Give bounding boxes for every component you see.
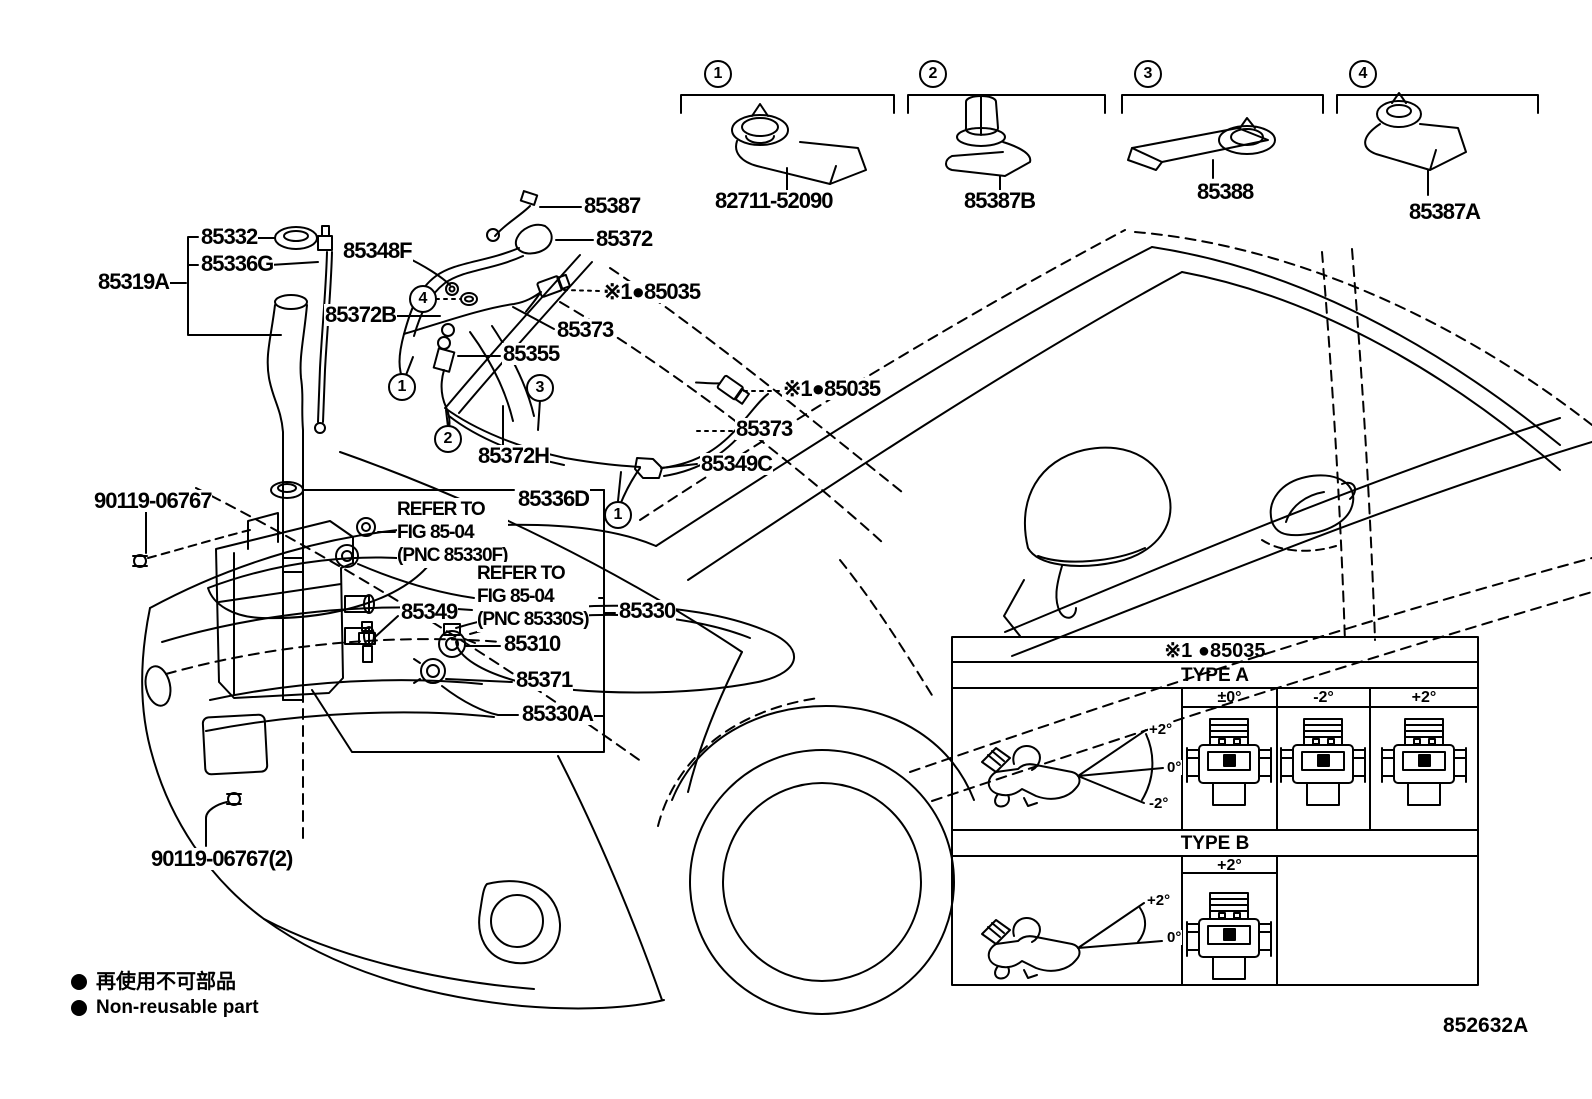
table-col-b1: +2° [1217, 857, 1242, 874]
angle-a-plus2: +2° [1148, 721, 1174, 738]
part-label-85349C: 85349C [700, 451, 773, 476]
refer-note-line: REFER TO [477, 563, 566, 584]
part-label-85310: 85310 [503, 631, 561, 656]
grommet-85371 [413, 658, 446, 684]
bolt-90119 [132, 529, 251, 568]
joint-85349C [634, 457, 663, 479]
part-label-85348F: 85348F [342, 238, 413, 263]
part-label-85372: 85372 [595, 226, 653, 251]
legend-en: Non-reusable part [95, 997, 260, 1018]
angle-a-minus2: -2° [1148, 795, 1170, 812]
callout-4-top: 4 [1349, 60, 1377, 88]
part-label-85330: 85330 [618, 598, 676, 623]
check-valve-85355 [432, 323, 456, 373]
refer-note-line: (PNC 85330F) [397, 545, 508, 567]
top-callout-brackets [680, 94, 1539, 114]
part-label-85371: 85371 [515, 667, 573, 692]
clip-85388 [1127, 117, 1276, 179]
part-label-85319A: 85319A [97, 269, 170, 294]
hose-85387 [486, 190, 539, 242]
part-label-85372H: 85372H [477, 443, 550, 468]
refer-note-line: REFER TO [397, 499, 486, 520]
non-reusable-dot-icon [71, 1000, 87, 1016]
callout-4-ref: 4 [409, 285, 437, 313]
part-label-85387A: 85387A [1408, 199, 1481, 224]
part-label-82711-52090: 82711-52090 [714, 188, 833, 213]
angle-b-0: 0° [1166, 929, 1183, 946]
leader-lines [145, 206, 780, 847]
callout-2-top: 2 [919, 60, 947, 88]
table-title: ※1 ●85035 [1164, 640, 1266, 662]
nozzle-aim-table-grid [951, 636, 1479, 986]
headlamp [207, 556, 433, 620]
part-label-85372B: 85372B [324, 302, 397, 327]
refer-note-line: (PNC 85330S) [477, 609, 590, 631]
clip-85387B [945, 95, 1032, 191]
part-label-85035-2: ※1●85035 [782, 376, 881, 401]
angle-b-plus2: +2° [1146, 892, 1172, 909]
part-label-85336D: 85336D [517, 486, 590, 511]
front-bumper [141, 556, 665, 1010]
clip-part-drawings [731, 92, 1467, 196]
tank-body [215, 520, 354, 699]
part-label-85332: 85332 [200, 224, 258, 249]
hose-85372-end [514, 223, 553, 255]
part-label-90119-06767-2: 90119-06767(2) [150, 846, 293, 871]
callout-1-ref2: 1 [604, 501, 632, 529]
part-label-85388: 85388 [1196, 179, 1254, 204]
callout-3-top: 3 [1134, 60, 1162, 88]
table-type-b-header: TYPE B [1180, 833, 1250, 854]
refer-note-85330S: REFER TO FIG 85-04 (PNC 85330S) [477, 562, 590, 632]
side-mirror [1003, 446, 1172, 637]
part-label-85373-2: 85373 [735, 416, 793, 441]
refer-note-line: FIG 85-04 [397, 522, 475, 544]
table-col-a2: -2° [1313, 689, 1334, 706]
drawing-code: 852632A [1443, 1014, 1529, 1037]
refer-note-85330F: REFER TO FIG 85-04 (PNC 85330F) [397, 498, 508, 568]
clip-85387A [1364, 92, 1467, 196]
table-col-a3: +2° [1411, 689, 1437, 706]
washer-pump-85310 [438, 623, 476, 658]
angle-a-0: 0° [1166, 759, 1183, 776]
callout-1-ref: 1 [388, 373, 416, 401]
part-label-85035-1: ※1●85035 [602, 279, 701, 304]
bolt-90119-2 [226, 792, 242, 806]
hose-85372H [444, 407, 641, 468]
refer-note-line: FIG 85-04 [477, 586, 555, 608]
part-label-85336G: 85336G [200, 251, 274, 276]
table-type-a-header: TYPE A [1181, 665, 1249, 686]
callout-1-top: 1 [704, 60, 732, 88]
fog-lamp [490, 894, 544, 948]
clip-82711-52090 [731, 103, 867, 191]
callout-2-ref: 2 [434, 425, 462, 453]
part-label-85349: 85349 [400, 599, 458, 624]
part-label-85330A: 85330A [521, 701, 594, 726]
nozzle-spray-diagrams [981, 718, 1467, 980]
car-body-line-art [141, 229, 1592, 1015]
part-label-85355: 85355 [502, 341, 560, 366]
table-col-a1: ±0° [1217, 689, 1242, 706]
part-label-85387B: 85387B [963, 188, 1036, 213]
callout-3-ref: 3 [526, 374, 554, 402]
door-handle [1261, 474, 1357, 552]
clamp-85348F [445, 282, 459, 296]
part-label-85373-1: 85373 [556, 317, 614, 342]
front-wheel [657, 697, 975, 1015]
non-reusable-dot-icon [71, 974, 87, 990]
legend-jp: 再使用不可部品 [95, 971, 237, 993]
filler-hose [317, 251, 328, 423]
part-label-85387: 85387 [583, 193, 641, 218]
part-label-90119-06767: 90119-06767 [93, 488, 212, 513]
